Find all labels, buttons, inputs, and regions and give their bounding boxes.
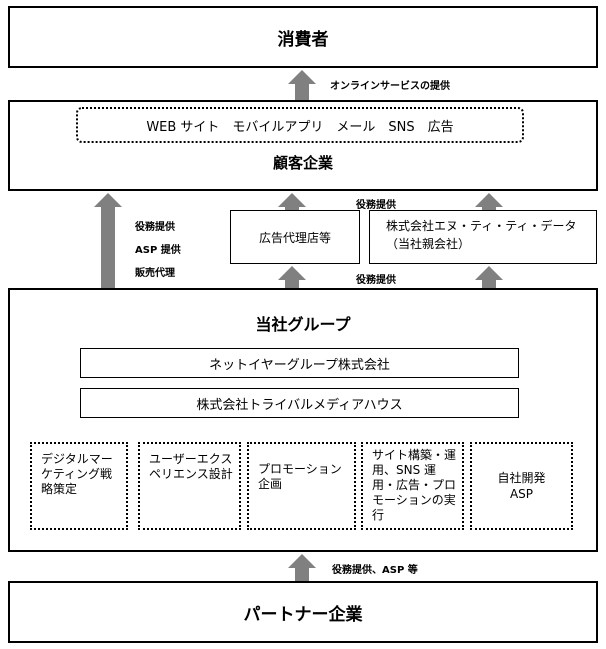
agency-to-client-arrow: [278, 193, 306, 210]
service-strategy: デジタルマーケティング戦略策定: [30, 442, 128, 530]
group-box: 当社グループ ネットイヤーグループ株式会社 株式会社トライバルメディアハウス デ…: [8, 288, 598, 552]
group-to-agency-arrow: [278, 266, 306, 288]
ad-agency-label: 広告代理店等: [258, 230, 331, 245]
service-strategy-label: デジタルマーケティング戦略策定: [41, 452, 113, 496]
ntt-data-box: 株式会社エヌ・ティ・ティ・データ（当社親会社）: [369, 210, 597, 264]
client-company-box: WEB サイト モバイルアプリ メール SNS 広告 顧客企業: [8, 100, 598, 191]
left-arrow-label-2: ASP 提供: [135, 245, 181, 256]
service-ux: ユーザーエクスペリエンス設計: [138, 442, 241, 530]
client-channels-box: WEB サイト モバイルアプリ メール SNS 広告: [76, 107, 524, 143]
online-service-arrow: [288, 70, 316, 100]
service-promotion-label: プロモーション企画: [258, 462, 342, 491]
partner-flow-label: 役務提供、ASP 等: [332, 565, 418, 576]
ntt-data-label: 株式会社エヌ・ティ・ティ・データ（当社親会社）: [386, 219, 577, 251]
service-asp-label: 自社開発 ASP: [497, 471, 546, 501]
client-channels-text: WEB サイト モバイルアプリ メール SNS 広告: [146, 119, 454, 135]
ad-agency-box: 広告代理店等: [230, 210, 360, 264]
group-to-client-arrow: [94, 193, 122, 288]
consumer-title: 消費者: [277, 29, 329, 50]
service-asp: 自社開発 ASP: [470, 442, 573, 530]
group-title: 当社グループ: [255, 315, 351, 334]
left-arrow-label-1: 役務提供: [135, 222, 175, 233]
company-netyear: ネットイヤーグループ株式会社: [80, 348, 519, 378]
service-promotion: プロモーション企画: [247, 442, 356, 530]
service-execution-label: サイト構築・運用、SNS 運用・広告・プロモーションの実行: [372, 448, 457, 522]
service-execution: サイト構築・運用、SNS 運用・広告・プロモーションの実行: [361, 442, 464, 530]
company-tribal-label: 株式会社トライバルメディアハウス: [196, 397, 403, 413]
partner-box: パートナー企業: [8, 581, 598, 643]
service-provision-top-label: 役務提供: [356, 200, 396, 211]
partner-to-group-arrow: [288, 554, 316, 581]
ntt-to-client-arrow: [475, 193, 503, 210]
company-netyear-label: ネットイヤーグループ株式会社: [209, 357, 390, 373]
company-tribal: 株式会社トライバルメディアハウス: [80, 388, 519, 418]
online-service-label: オンラインサービスの提供: [330, 81, 450, 92]
partner-title: パートナー企業: [243, 604, 363, 625]
group-to-ntt-arrow: [475, 266, 503, 288]
left-arrow-label-3: 販売代理: [135, 268, 175, 279]
service-provision-mid-label: 役務提供: [356, 275, 396, 286]
service-ux-label: ユーザーエクスペリエンス設計: [149, 452, 233, 481]
client-title: 顧客企業: [272, 154, 333, 172]
consumer-box: 消費者: [8, 6, 598, 68]
